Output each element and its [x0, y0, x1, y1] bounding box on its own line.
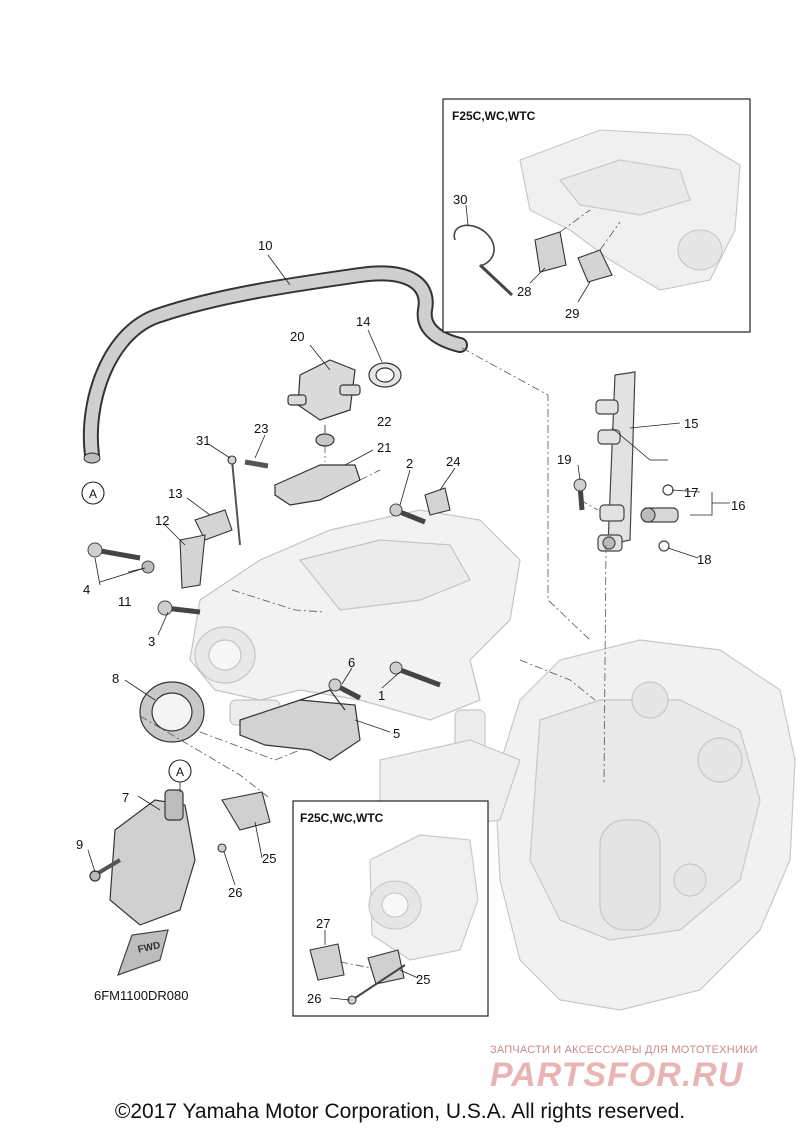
intake-manifold — [189, 509, 521, 726]
callout-6: 6 — [348, 655, 355, 670]
callout-5: 5 — [393, 726, 400, 741]
svg-text:A: A — [89, 487, 97, 501]
fwd-arrow-icon: FWD — [117, 929, 169, 976]
callout-22: 22 — [377, 414, 391, 429]
callout-24: 24 — [446, 454, 460, 469]
alignment-lines — [139, 347, 607, 798]
callout-17: 17 — [684, 485, 698, 500]
callout-25: 25 — [262, 851, 276, 866]
seal-ring — [139, 681, 205, 743]
watermark-tagline: ЗАПЧАСТИ И АКСЕССУАРЫ ДЛЯ МОТОТЕХНИКИ — [490, 1044, 758, 1056]
throttle-cover — [89, 789, 196, 926]
inset-bottom-throttle — [368, 834, 479, 961]
callout-14: 14 — [356, 314, 370, 329]
inset-top-callout-30: 30 — [453, 192, 467, 207]
fwd-label: FWD — [137, 940, 162, 955]
callout-19: 19 — [557, 452, 571, 467]
leader-lines — [87, 254, 730, 886]
callout-31: 31 — [196, 433, 210, 448]
callout-21: 21 — [377, 440, 391, 455]
callout-23: 23 — [254, 421, 268, 436]
callout-9: 9 — [76, 837, 83, 852]
callout-8: 8 — [112, 671, 119, 686]
callout-26: 26 — [228, 885, 242, 900]
inset-bottom-title: F25C,WC,WTC — [300, 811, 384, 825]
callout-3: 3 — [148, 634, 155, 649]
valve-assembly — [287, 359, 402, 421]
callout-1: 1 — [378, 688, 385, 703]
ref-marker-a-top: A — [81, 481, 105, 505]
inset-bottom-clamps — [309, 943, 406, 1005]
callout-16: 16 — [731, 498, 745, 513]
inset-bottom-callout-27: 27 — [316, 916, 330, 931]
callout-18: 18 — [697, 552, 711, 567]
callout-10: 10 — [258, 238, 272, 253]
callout-20: 20 — [290, 329, 304, 344]
diagram-code: 6FM1100DR080 — [94, 988, 188, 1003]
callout-13: 13 — [168, 486, 182, 501]
ref-marker-a-bottom: A — [168, 759, 192, 792]
svg-text:A: A — [176, 765, 184, 779]
callout-2: 2 — [406, 456, 413, 471]
clamp-parts — [217, 791, 271, 853]
hose — [82, 265, 468, 464]
inset-bottom-callout-26: 26 — [307, 991, 321, 1006]
callout-labels: 1 2 3 4 5 6 7 8 9 10 11 12 13 14 15 16 1… — [76, 238, 745, 900]
watermark-brand: PARTSFOR.RU — [490, 1056, 744, 1094]
mount-bracket — [239, 689, 361, 761]
screws — [87, 478, 587, 701]
inset-top-manifold — [519, 129, 741, 291]
inset-top-callout-28: 28 — [517, 284, 531, 299]
inset-bottom: F25C,WC,WTC 27 25 26 — [292, 800, 489, 1017]
callout-11: 11 — [118, 594, 132, 609]
callout-7: 7 — [122, 790, 129, 805]
inset-top-clamps — [453, 224, 613, 297]
inset-top-callout-29: 29 — [565, 306, 579, 321]
callout-12: 12 — [155, 513, 169, 528]
clip-parts — [179, 455, 451, 589]
inset-top-title: F25C,WC,WTC — [452, 109, 536, 123]
bracket — [244, 433, 361, 506]
inset-bottom-callout-25: 25 — [416, 972, 430, 987]
callout-4: 4 — [83, 582, 90, 597]
fuel-rail — [595, 371, 636, 552]
copyright-notice: ©2017 Yamaha Motor Corporation, U.S.A. A… — [114, 1100, 686, 1123]
fuel-injector — [640, 484, 679, 552]
callout-15: 15 — [684, 416, 698, 431]
inset-top: F25C,WC,WTC 30 28 29 — [442, 98, 751, 333]
